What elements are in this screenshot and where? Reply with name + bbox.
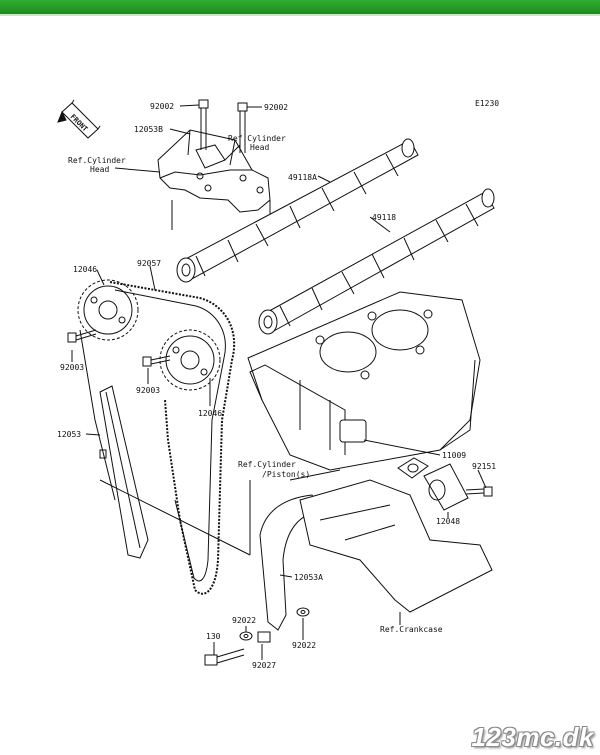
cylinder-block [247,291,481,471]
label-ref-cylinder-piston: Ref.Cylinder /Piston(s) [238,460,310,479]
pin-92027 [257,631,271,643]
gasket-11009 [397,457,429,479]
sprocket-12046-lower [159,329,221,391]
bolt-92151 [465,486,493,497]
label-130: 130 [206,632,221,641]
brand-bar [0,0,600,14]
camshaft-49118A [176,138,419,283]
label-12053A: 12053A [294,573,323,582]
ref-cyl-head-left-line2: Head [90,165,109,174]
diagram-code: E1230 [475,99,499,108]
label-92057: 92057 [137,259,161,268]
ref-cyl-head-top-line1: Ref.Cylinder [228,134,286,143]
label-ref-crankcase: Ref.Crankcase [380,625,443,634]
label-92002-left: 92002 [150,102,174,111]
label-92022-left: 92022 [232,616,256,625]
bolt-92003-left [67,329,97,343]
chain-guide-12053 [99,385,149,559]
watermark-logo: 123mc.dk [471,722,594,752]
brand-bar-shadow [0,14,600,16]
ref-cyl-head-left-line1: Ref.Cylinder [68,156,126,165]
cam-chain-92057 [79,281,236,595]
bolt-130 [204,648,245,666]
washer-92022-right [296,607,310,617]
bolt-92003-right [142,355,171,367]
label-ref-cylinder-head-left: Ref.Cylinder Head [68,156,131,174]
label-49118A: 49118A [288,173,317,182]
label-12053B: 12053B [134,125,163,134]
label-92022-right: 92022 [292,641,316,650]
crankcase [299,479,493,613]
label-12053: 12053 [57,430,81,439]
label-11009: 11009 [442,451,466,460]
label-92151: 92151 [472,462,496,471]
label-92003-left: 92003 [60,363,84,372]
ref-cyl-piston-line1: Ref.Cylinder [238,460,296,469]
chain-tensioner-12048 [423,463,469,511]
sprocket-12046-upper [77,279,139,341]
ref-cyl-piston-line2: /Piston(s) [262,470,310,479]
label-92002-right: 92002 [264,103,288,112]
label-92003-right: 92003 [136,386,160,395]
bolt-92002-left [198,99,209,150]
front-arrow-icon: FRONT [57,99,101,139]
washer-92022-left [239,631,253,641]
label-12046-upper: 12046 [73,265,97,274]
part-labels: E1230 92002 92002 12053B Ref.Cylinder He… [57,99,499,670]
leader-lines [71,104,487,660]
label-92027: 92027 [252,661,276,670]
ref-cyl-head-top-line2: Head [250,143,269,152]
label-49118: 49118 [372,213,396,222]
label-12048: 12048 [436,517,460,526]
camshaft-49118 [258,188,495,335]
label-ref-cylinder-head-top: Ref.Cylinder Head [228,134,291,152]
label-12046-lower: 12046 [198,409,222,418]
